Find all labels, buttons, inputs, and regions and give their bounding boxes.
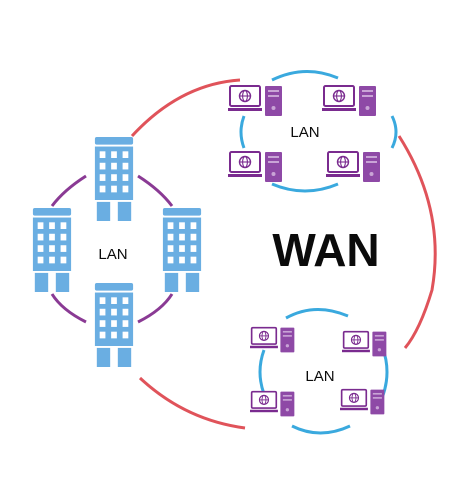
office-building-icon (94, 137, 134, 221)
office-building-icon (32, 208, 72, 292)
lan-bottom-right-label: LAN (305, 368, 334, 385)
lan-left-label: LAN (98, 246, 127, 263)
lan-left-ring (50, 174, 174, 324)
lan-top-right-ring (239, 69, 398, 193)
computer-server-icon (228, 85, 283, 117)
wan-link-right (397, 135, 437, 349)
wan-label: WAN (272, 224, 379, 276)
computer-server-icon (250, 390, 296, 418)
computer-server-icon (322, 85, 377, 117)
computer-server-icon (228, 151, 283, 183)
office-building-icon (162, 208, 202, 292)
computer-server-icon (340, 388, 386, 416)
office-building-icon (94, 283, 134, 367)
lan-top-right-label: LAN (290, 124, 319, 141)
wan-link-top (130, 78, 241, 138)
wan-link-bottom (138, 376, 246, 430)
computer-server-icon (250, 326, 296, 354)
computer-server-icon (326, 151, 381, 183)
computer-server-icon (342, 330, 388, 358)
